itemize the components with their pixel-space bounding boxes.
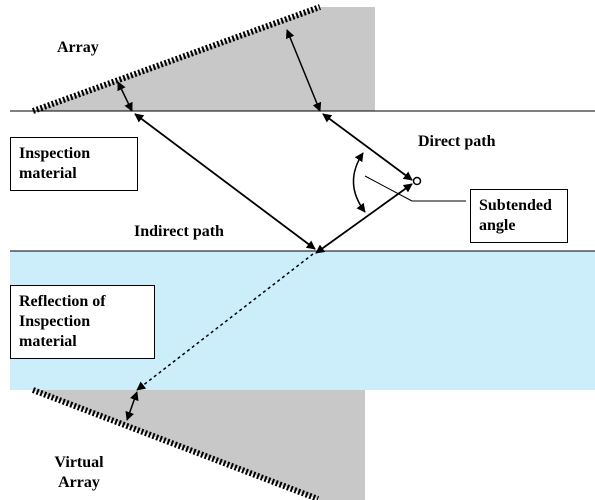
standoff-arrow-left: [117, 81, 133, 112]
subtended-angle-box: Subtended angle: [470, 189, 568, 243]
virtual-array-line-1: Virtual: [54, 454, 104, 471]
standoff-arrow-right: [285, 29, 322, 112]
virtual-array-line-2: Array: [58, 474, 100, 491]
inspection-material-box: Inspection material: [10, 137, 138, 191]
virtual-standoff-arrow: [125, 391, 139, 421]
direct-path-label: Direct path: [418, 133, 496, 150]
target-reflector-icon: [412, 176, 422, 186]
reflected-path-arrow: [315, 183, 413, 254]
subtended-angle-arc: [352, 152, 366, 213]
reflection-line-2: Inspection: [19, 313, 91, 330]
inspection-material-line-1: Inspection: [19, 145, 91, 162]
reflection-line-3: material: [19, 333, 77, 350]
reflection-box: Reflection of Inspection material: [10, 285, 155, 359]
reflection-line-1: Reflection of: [19, 293, 106, 310]
upper-array-elements: [31, 4, 322, 114]
subtended-line-2: angle: [479, 217, 516, 234]
direct-path-arrow: [322, 113, 413, 181]
virtual-array-block: [33, 390, 365, 500]
indirect-path-arrow: [134, 113, 316, 250]
virtual-array-elements: [31, 387, 320, 500]
array-label: Array: [57, 39, 99, 56]
subtended-line-1: Subtended: [479, 197, 552, 214]
virtual-path-dashed: [136, 253, 314, 391]
subtended-callout-line-a: [364, 175, 413, 202]
indirect-path-label: Indirect path: [134, 223, 224, 240]
virtual-array-label: Virtual Array: [44, 453, 114, 493]
inspection-material-line-2: material: [19, 165, 77, 182]
